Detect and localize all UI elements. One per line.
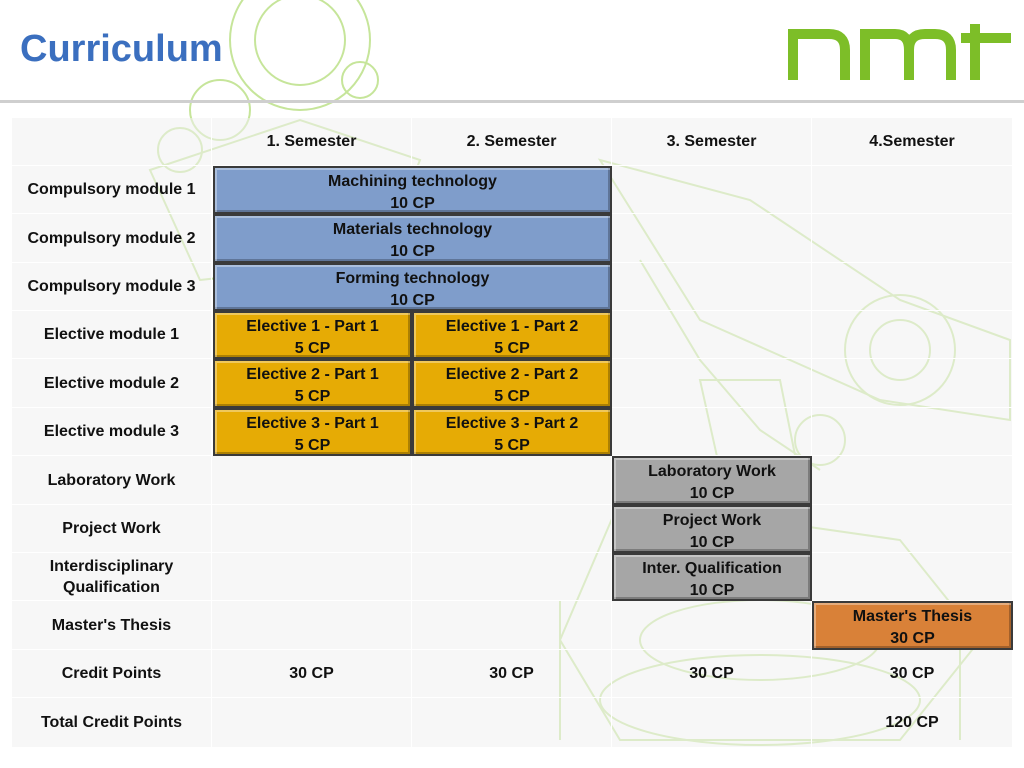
empty-cell [812, 408, 1013, 456]
empty-cell [812, 505, 1013, 553]
module-laboratory-work: Laboratory Work 10 CP [612, 456, 812, 505]
empty-cell [612, 166, 812, 214]
module-credit: 5 CP [294, 437, 331, 454]
module-name: Materials technology [332, 221, 493, 238]
module-credit: 10 CP [390, 243, 435, 260]
module-credit: 10 CP [689, 534, 735, 551]
module-name: Elective 3 - Part 1 [246, 415, 379, 432]
empty-cell [612, 698, 812, 748]
module-elective-2-part-2: Elective 2 - Part 2 5 CP [412, 359, 612, 408]
module-elective-1-part-2: Elective 1 - Part 2 5 CP [412, 311, 612, 359]
row-label-elective-3: Elective module 3 [12, 408, 212, 456]
row-label-project-work: Project Work [12, 505, 212, 553]
module-elective-2-part-1: Elective 2 - Part 1 5 CP [213, 359, 412, 408]
empty-cell [412, 456, 612, 505]
credit-points-semester-3: 30 CP [612, 650, 812, 698]
module-masters-thesis: Master's Thesis 30 CP [812, 601, 1013, 650]
module-name: Elective 1 - Part 1 [246, 318, 379, 335]
module-elective-3-part-2: Elective 3 - Part 2 5 CP [412, 408, 612, 456]
empty-cell [212, 698, 412, 748]
module-credit: 30 CP [890, 630, 935, 647]
empty-cell [412, 698, 612, 748]
column-header-semester-2: 2. Semester [412, 118, 612, 166]
empty-cell [412, 505, 612, 553]
empty-cell [812, 359, 1013, 408]
row-label-elective-2: Elective module 2 [12, 359, 212, 408]
empty-cell [812, 263, 1013, 311]
module-name: Inter. Qualification [642, 560, 782, 577]
curriculum-table: 1. Semester 2. Semester 3. Semester 4.Se… [12, 118, 1013, 748]
row-label-elective-1: Elective module 1 [12, 311, 212, 359]
module-credit: 10 CP [689, 485, 735, 502]
module-elective-1-part-1: Elective 1 - Part 1 5 CP [213, 311, 412, 359]
column-header-semester-1: 1. Semester [212, 118, 412, 166]
row-label-credit-points: Credit Points [12, 650, 212, 698]
module-credit: 5 CP [294, 388, 331, 405]
row-label-compulsory-2: Compulsory module 2 [12, 214, 212, 263]
empty-cell [812, 214, 1013, 263]
empty-cell [612, 311, 812, 359]
module-credit: 5 CP [294, 340, 331, 357]
empty-cell [612, 408, 812, 456]
module-credit: 5 CP [494, 388, 530, 405]
empty-cell [612, 263, 812, 311]
module-materials-technology: Materials technology 10 CP [213, 214, 612, 263]
module-name: Machining technology [328, 173, 497, 190]
empty-cell [812, 311, 1013, 359]
empty-cell [212, 456, 412, 505]
column-header-semester-4: 4.Semester [812, 118, 1013, 166]
module-credit: 5 CP [494, 340, 530, 357]
credit-points-semester-1: 30 CP [212, 650, 412, 698]
module-name: Master's Thesis [852, 608, 973, 625]
empty-cell [612, 214, 812, 263]
row-label-laboratory-work: Laboratory Work [12, 456, 212, 505]
module-credit: 10 CP [689, 582, 735, 599]
empty-cell [412, 601, 612, 650]
module-credit: 10 CP [390, 195, 435, 212]
module-credit: 5 CP [494, 437, 530, 454]
title-divider [0, 100, 1024, 103]
empty-cell [412, 553, 612, 601]
module-machining-technology: Machining technology 10 CP [213, 166, 612, 214]
module-inter-qualification: Inter. Qualification 10 CP [612, 553, 812, 601]
empty-cell [812, 456, 1013, 505]
module-name: Elective 3 - Part 2 [445, 415, 579, 432]
credit-points-semester-4: 30 CP [812, 650, 1013, 698]
empty-cell [812, 166, 1013, 214]
nmt-logo [788, 24, 1011, 80]
module-name: Elective 2 - Part 1 [246, 366, 379, 383]
module-name: Elective 2 - Part 2 [445, 366, 579, 383]
module-name: Laboratory Work [648, 463, 776, 480]
module-credit: 10 CP [390, 292, 435, 309]
row-label-compulsory-1: Compulsory module 1 [12, 166, 212, 214]
empty-cell [212, 505, 412, 553]
total-credit-points-value: 120 CP [812, 698, 1013, 748]
empty-cell [612, 359, 812, 408]
page-title: Curriculum [20, 28, 223, 70]
module-name: Elective 1 - Part 2 [445, 318, 579, 335]
corner-cell [12, 118, 212, 166]
module-name: Forming technology [335, 270, 490, 287]
empty-cell [212, 601, 412, 650]
row-label-total-credit-points: Total Credit Points [12, 698, 212, 748]
column-header-semester-3: 3. Semester [612, 118, 812, 166]
module-forming-technology: Forming technology 10 CP [213, 263, 612, 311]
row-label-interdisciplinary: Interdisciplinary Qualification [12, 553, 212, 601]
module-project-work: Project Work 10 CP [612, 505, 812, 553]
module-elective-3-part-1: Elective 3 - Part 1 5 CP [213, 408, 412, 456]
row-label-compulsory-3: Compulsory module 3 [12, 263, 212, 311]
module-name: Project Work [662, 512, 762, 529]
credit-points-semester-2: 30 CP [412, 650, 612, 698]
empty-cell [812, 553, 1013, 601]
empty-cell [212, 553, 412, 601]
empty-cell [612, 601, 812, 650]
row-label-masters-thesis: Master's Thesis [12, 601, 212, 650]
